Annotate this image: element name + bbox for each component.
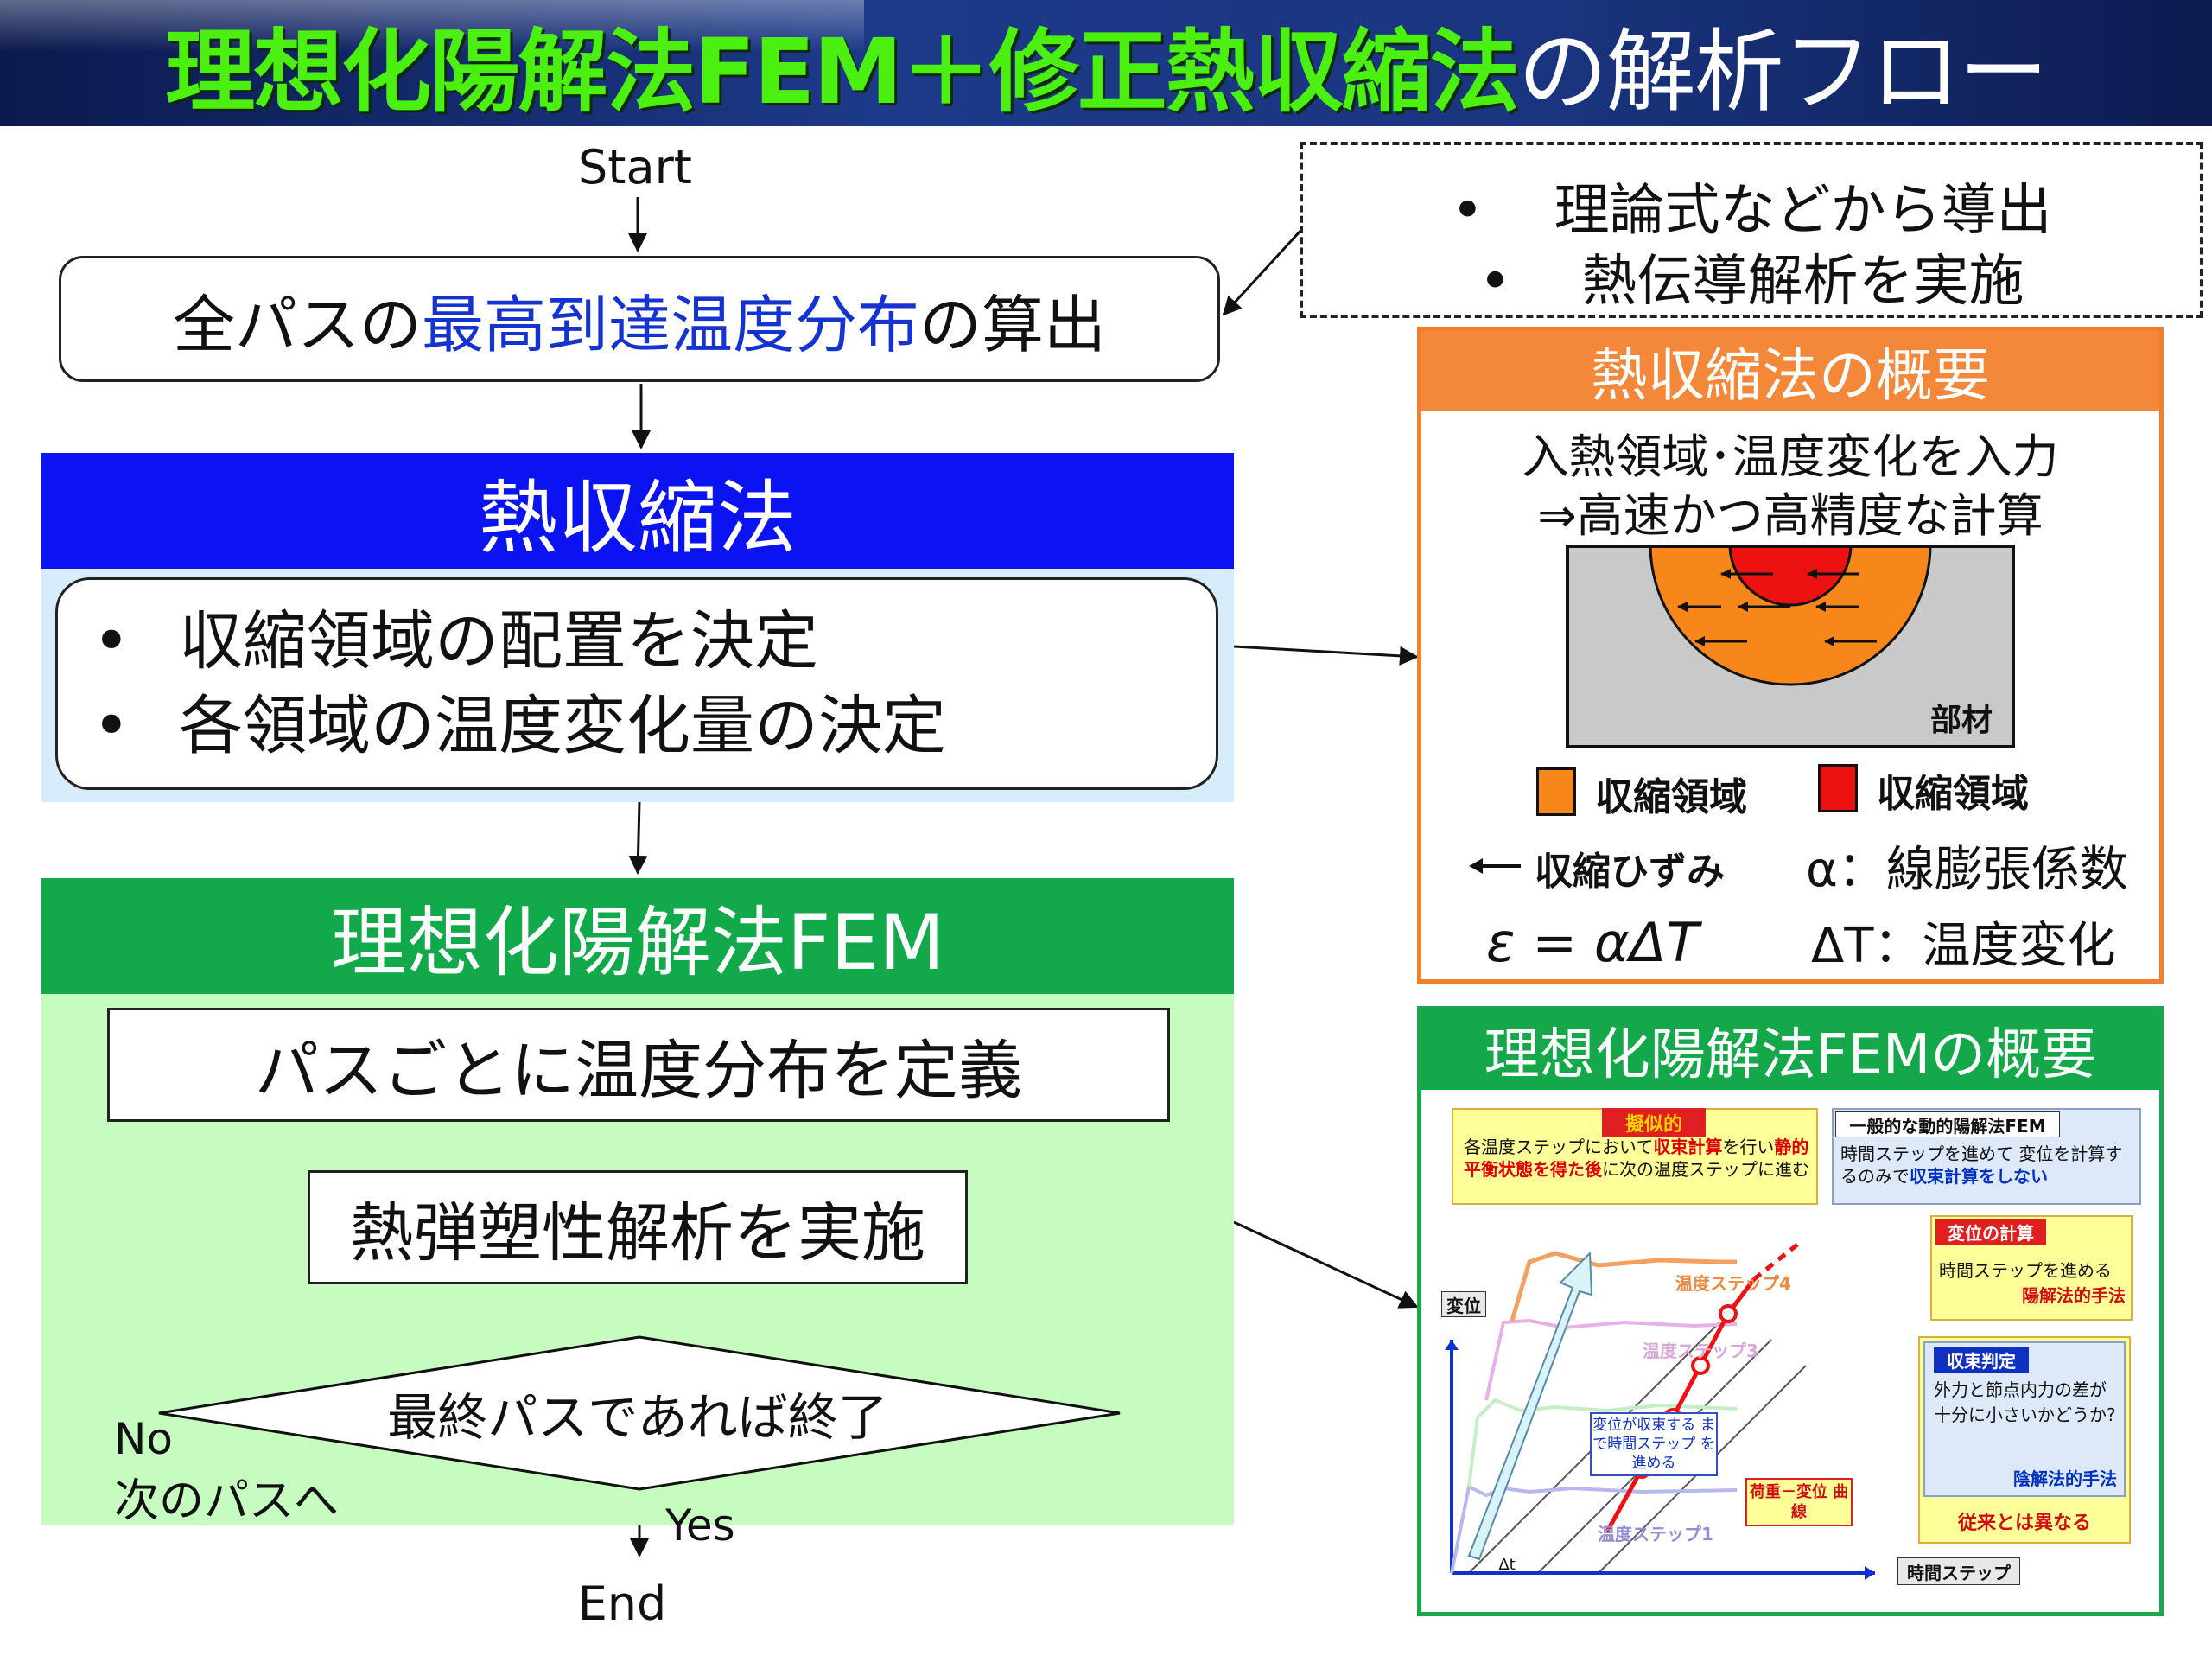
strain-equation: ε = αΔT <box>1486 910 1700 974</box>
pseudo-text-3: を行い <box>1722 1137 1775 1157</box>
arrow-to-fem-overview <box>1233 1220 1419 1309</box>
note-item-1-text: 理論式などから導出 <box>1554 179 2052 243</box>
pseudo-text-1: 各温度ステップにおいて <box>1464 1137 1654 1157</box>
arrow-note <box>1222 228 1303 316</box>
step4-curve <box>1510 1251 1737 1322</box>
shrink-strain-arrow-icon <box>1469 858 1521 874</box>
general-text-1: 時間ステップを進めて 変位を計算する <box>1840 1143 2123 1187</box>
shrink-method-header: 熱収縮法 <box>41 453 1234 569</box>
decision-label: 最終パスであれば終了 <box>387 1388 888 1447</box>
pseudo-text-4: 静的平衡状態を得た後 <box>1464 1137 1809 1180</box>
pseudo-text-5: に次の温度ステップに進む <box>1602 1159 1809 1180</box>
member-label: 部材 <box>1929 703 1993 738</box>
legend-red-label: 収縮領域 <box>1877 772 2029 816</box>
note-bullet-1: • <box>1451 179 1484 243</box>
derivation-note-box: • 理論式などから導出 • 熱伝導解析を実施 <box>1300 142 2203 318</box>
step3-label: 温度ステップ3 <box>1643 1340 1758 1361</box>
shrink-region-drawing <box>1649 548 1932 686</box>
inner-shrink-region <box>1728 548 1853 607</box>
shrink-overview-line2: ⇒高速かつ高精度な計算 <box>1537 487 2044 543</box>
page-title: 理想化陽解法FEM＋修正熱収縮法の解析フロー <box>0 0 2212 126</box>
step2-curve <box>1467 1398 1738 1487</box>
arrow-to-shrink-overview <box>1233 645 1419 666</box>
y-axis-label: 変位 <box>1441 1291 1486 1317</box>
fem-step-thermal-elastoplastic: 熱弾塑性解析を実施 <box>308 1170 968 1284</box>
shrink-method-box: •収縮領域の配置を決定 •各領域の温度変化量の決定 <box>55 577 1218 790</box>
advance-note: 変位が収束する まで時間ステップ を進める <box>1590 1412 1718 1476</box>
x-axis-label: 時間ステップ <box>1897 1557 2020 1585</box>
step1-suffix: の算出 <box>919 288 1107 361</box>
shrink-overview-title: 熱収縮法の概要 <box>1421 331 2159 411</box>
shrink-bullet-2-text: 各領域の温度変化量の決定 <box>179 689 946 763</box>
legend-arrow-label: 収縮ひずみ <box>1535 850 1725 894</box>
disp-calc-head: 変位の計算 <box>1936 1219 2046 1245</box>
shrink-bullet-2: •各領域の温度変化量の決定 <box>92 689 946 763</box>
next-pass-label: 次のパスへ <box>114 1474 340 1527</box>
disp-calc-method: 陽解法的手法 <box>2022 1285 2126 1306</box>
title-green: 理想化陽解法FEM＋修正熱収縮法 <box>165 18 1520 124</box>
legend-red-swatch <box>1818 764 1858 812</box>
alpha-definition: α：線膨張係数 <box>1806 841 2128 898</box>
step1-prefix: 全パスの <box>172 288 422 361</box>
shrink-overview-line1: 入熱領域･温度変化を入力 <box>1522 429 2059 484</box>
start-label: Start <box>578 139 692 194</box>
note-item-1: • 理論式などから導出 <box>1303 166 2200 245</box>
general-text-2: のみで <box>1858 1166 1910 1187</box>
note-bullet-2: • <box>1478 250 1512 314</box>
load-curve-label: 荷重－変位 曲線 <box>1745 1478 1853 1526</box>
step1-highlight: 最高到達温度分布 <box>421 288 919 361</box>
note-item-2: • 熱伝導解析を実施 <box>1303 237 2200 316</box>
general-explicit-head: 一般的な動的陽解法FEM <box>1835 1111 2060 1137</box>
shrink-bullet-1: •収縮領域の配置を決定 <box>92 604 818 678</box>
title-white: の解析フロー <box>1517 18 2049 124</box>
yes-label: Yes <box>665 1500 735 1551</box>
dt-label: Δt <box>1498 1555 1516 1574</box>
legend-orange-label: 収縮領域 <box>1595 775 1747 819</box>
step1-label: 温度ステップ1 <box>1598 1523 1713 1545</box>
arrow-shrink <box>628 801 648 875</box>
step4-label: 温度ステップ4 <box>1675 1272 1791 1294</box>
member-cross-section <box>1566 545 2015 748</box>
fem-overview-title: 理想化陽解法FEMの概要 <box>1421 1010 2159 1090</box>
note-item-2-text: 熱伝導解析を実施 <box>1581 250 2024 314</box>
decision-diamond <box>158 1335 1121 1491</box>
pseudo-static-tag: 擬似的 <box>1602 1108 1706 1137</box>
conv-box: 外力と節点内力の差が十分に小さいかどうか? 陰解法的手法 <box>1923 1341 2126 1497</box>
advance-arrow <box>1467 1251 1593 1561</box>
no-label: No <box>114 1414 173 1464</box>
outer-shrink-region <box>1649 548 1932 686</box>
pseudo-text-2: 収束計算 <box>1653 1137 1723 1157</box>
diff-label: 従来とは異なる <box>1957 1513 2091 1534</box>
end-label: End <box>577 1576 667 1631</box>
disp-calc-text: 時間ステップを進める <box>1939 1260 2112 1281</box>
dt-definition: ΔT：温度変化 <box>1811 917 2116 974</box>
header-banner <box>0 0 2212 126</box>
conv-text: 外力と節点内力の差が十分に小さいかどうか? <box>1934 1379 2116 1425</box>
step-max-temperature-box: 全パスの最高到達温度分布の算出 <box>59 256 1220 382</box>
general-text-3: 収束計算をしない <box>1910 1166 2048 1187</box>
legend-orange-swatch <box>1536 767 1576 816</box>
fem-header: 理想化陽解法FEM <box>41 878 1234 994</box>
conv-outer-box: 外力と節点内力の差が十分に小さいかどうか? 陰解法的手法 従来とは異なる <box>1918 1336 2131 1544</box>
shrink-bullet-1-text: 収縮領域の配置を決定 <box>179 604 818 678</box>
conv-head: 収束判定 <box>1934 1347 2029 1373</box>
fem-step-define-temperature: パスごとに温度分布を定義 <box>107 1008 1170 1122</box>
conv-method: 陰解法的手法 <box>2013 1468 2117 1489</box>
